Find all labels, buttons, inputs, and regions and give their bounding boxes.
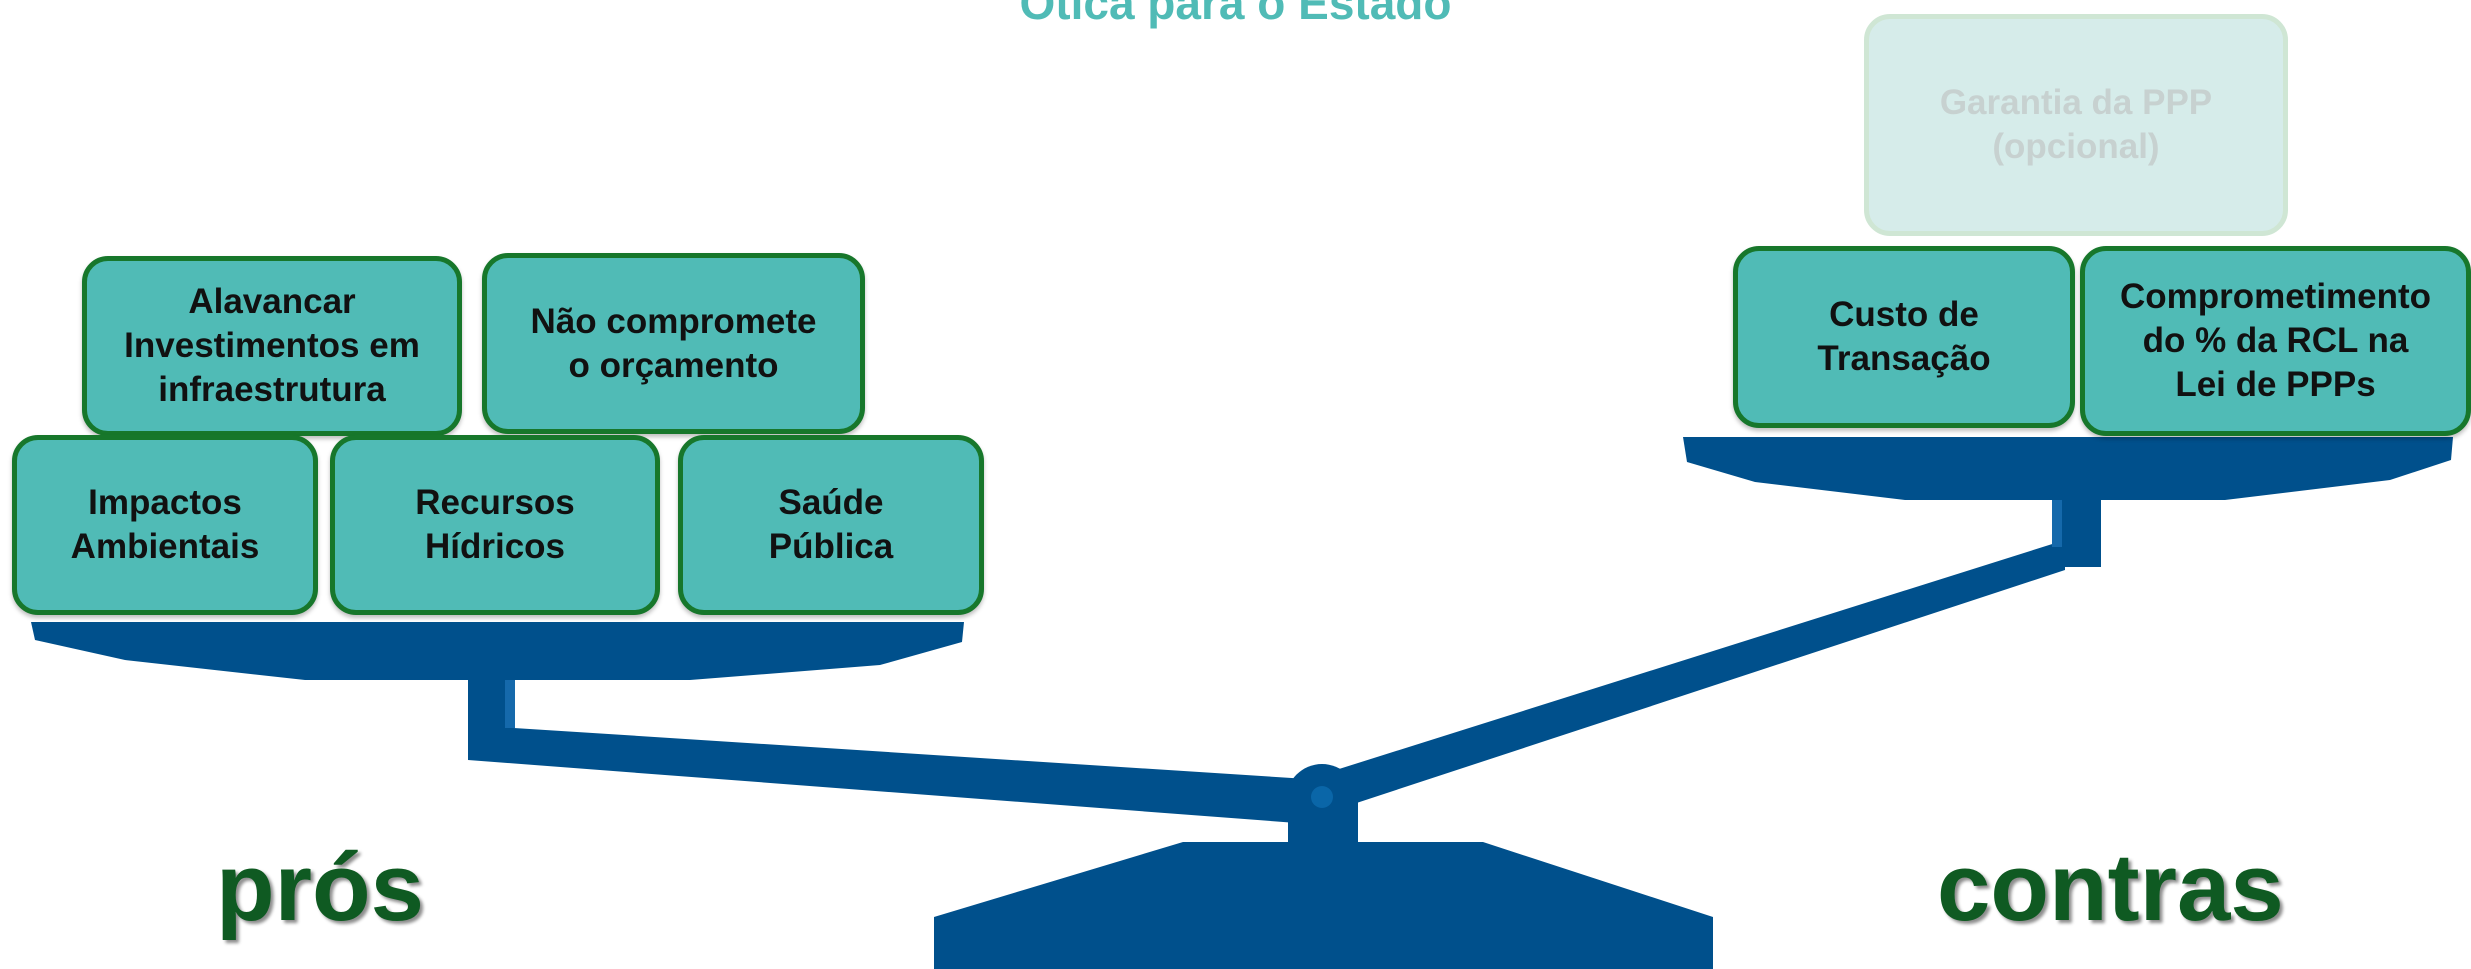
contras-optional-garantia: Garantia da PPP (opcional)	[1864, 14, 2288, 236]
contras-item-custo-transacao: Custo de Transação	[1733, 246, 2075, 428]
pros-item-impactos-ambientais: Impactos Ambientais	[12, 435, 318, 615]
right-pan-hanger	[2055, 495, 2101, 567]
contras-item-comprometimento-rcl: Comprometimento do % da RCL na Lei de PP…	[2080, 246, 2471, 436]
scale-base	[934, 842, 1713, 969]
contras-label: contras	[1937, 834, 2284, 941]
right-pan	[1683, 437, 2453, 500]
pros-item-nao-compromete: Não compromete o orçamento	[482, 253, 865, 434]
page-title: Ótica para o Estado	[1019, 0, 1452, 29]
pros-label: prós	[216, 834, 425, 941]
pros-item-saude-publica: Saúde Pública	[678, 435, 984, 615]
pros-item-alavancar: Alavancar Investimentos em infraestrutur…	[82, 256, 462, 436]
scale-beam	[468, 725, 1323, 825]
pros-item-recursos-hidricos: Recursos Hídricos	[330, 435, 660, 615]
scale-beam-right	[1320, 540, 2065, 815]
left-pan	[31, 622, 964, 680]
